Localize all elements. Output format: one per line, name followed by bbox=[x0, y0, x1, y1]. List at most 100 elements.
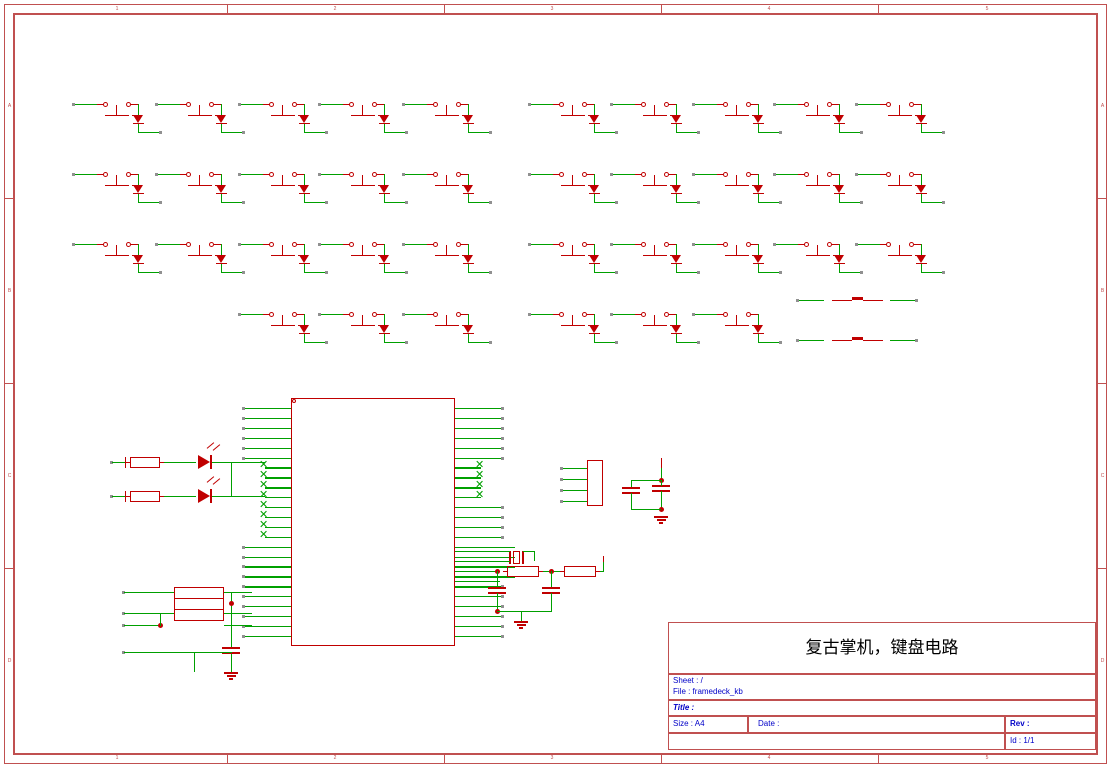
row-wire bbox=[158, 174, 180, 176]
column-pin-marker bbox=[325, 131, 328, 134]
zone-tick-bottom-1 bbox=[227, 754, 228, 764]
column-pin-marker bbox=[942, 271, 945, 274]
switch-contact-left bbox=[186, 102, 191, 107]
switch-contact-left bbox=[723, 312, 728, 317]
switch-contact-left bbox=[804, 242, 809, 247]
switch-left-lead bbox=[635, 244, 642, 246]
row-wire bbox=[695, 244, 717, 246]
switch-cell bbox=[72, 95, 168, 147]
ic-pin-wire-left bbox=[245, 546, 291, 548]
switch-actuator-stem bbox=[654, 245, 656, 256]
ic-pin1-marker bbox=[292, 399, 296, 403]
row-pin-marker bbox=[855, 243, 858, 246]
switch-to-diode-wire bbox=[594, 314, 596, 325]
ic-pin-marker-right bbox=[501, 634, 504, 638]
switch-actuator-stem bbox=[116, 105, 118, 116]
switch-contact-right bbox=[126, 242, 131, 247]
switch-cell bbox=[318, 95, 414, 147]
diode-out-wire bbox=[384, 124, 386, 133]
diode-symbol bbox=[916, 115, 926, 123]
switch-actuator-stem bbox=[899, 105, 901, 116]
switch-to-diode-wire bbox=[758, 244, 760, 255]
diode-symbol bbox=[916, 255, 926, 263]
switch-left-lead bbox=[343, 314, 350, 316]
switch-contact-right bbox=[582, 312, 587, 317]
ts-row-wire bbox=[799, 300, 824, 302]
column-pin-marker bbox=[697, 271, 700, 274]
led-to-anode-wire bbox=[164, 462, 196, 464]
diode-symbol bbox=[753, 185, 763, 193]
switch-to-diode-wire bbox=[676, 174, 678, 185]
column-wire bbox=[304, 132, 326, 134]
switch-cell bbox=[610, 95, 706, 147]
diode-symbol bbox=[216, 115, 226, 123]
switch-cell bbox=[155, 95, 251, 147]
ic-pin-wire-right bbox=[455, 625, 501, 628]
ts-col-pin-marker bbox=[915, 339, 918, 342]
column-pin-marker bbox=[615, 271, 618, 274]
switch-right-lead bbox=[669, 174, 676, 176]
ps2-cap-gnd-wire bbox=[231, 654, 233, 672]
row-pin-marker bbox=[528, 243, 531, 246]
ic-pin-marker-right bbox=[501, 446, 504, 450]
power-vcc-wire bbox=[661, 468, 663, 480]
row-wire bbox=[405, 174, 427, 176]
switch-to-diode-wire bbox=[221, 104, 223, 115]
ps2-gnd-link bbox=[194, 652, 232, 654]
ic-pin-wire-right bbox=[455, 596, 501, 598]
ic-pin-wire-left bbox=[245, 457, 291, 459]
diode-symbol bbox=[834, 185, 844, 193]
ps2-ground-symbol-bar2 bbox=[226, 675, 236, 677]
power-c1-bottom-wire bbox=[631, 493, 633, 509]
switch-contact-left bbox=[349, 242, 354, 247]
ic-pin-wire-right bbox=[455, 566, 515, 568]
ic-pin-marker-left bbox=[242, 436, 245, 440]
diode-symbol bbox=[671, 325, 681, 333]
osc-gnd-rail bbox=[497, 611, 552, 613]
switch-left-lead bbox=[343, 174, 350, 176]
zone-label-left-c: C bbox=[7, 473, 12, 479]
title-block-id-cell bbox=[1005, 733, 1096, 750]
switch-to-diode-wire bbox=[921, 104, 923, 115]
ps2-clk-pin-marker bbox=[122, 612, 125, 615]
no-connect-icon: ✕ bbox=[259, 479, 269, 492]
ps2-cap-stem bbox=[231, 625, 233, 648]
sheet-border-outer bbox=[4, 4, 1107, 764]
switch-left-lead bbox=[717, 104, 724, 106]
ic-pin-marker-right bbox=[501, 535, 504, 539]
ic-pin-marker-left bbox=[242, 407, 245, 410]
zone-label-bottom-2: 2 bbox=[333, 755, 337, 761]
diode-out-wire bbox=[468, 124, 470, 133]
column-wire bbox=[304, 272, 326, 274]
switch-left-lead bbox=[180, 174, 187, 176]
switch-to-diode-wire bbox=[468, 104, 470, 115]
switch-cell bbox=[238, 235, 334, 287]
led-vcc-pin-marker bbox=[110, 495, 113, 498]
ic-pin-wire-right bbox=[455, 408, 501, 410]
switch-actuator-stem bbox=[362, 245, 364, 256]
switch-right-lead bbox=[669, 244, 676, 246]
diode-cathode-bar bbox=[834, 263, 845, 264]
ic-pin-wire-left bbox=[265, 507, 291, 509]
ic-pin-marker-left bbox=[242, 426, 245, 430]
diode-symbol bbox=[753, 325, 763, 333]
switch-left-lead bbox=[263, 244, 270, 246]
switch-left-lead bbox=[717, 244, 724, 246]
row-wire bbox=[321, 244, 343, 246]
diode-cathode-bar bbox=[133, 123, 144, 124]
diode-out-wire bbox=[221, 264, 223, 273]
switch-to-diode-wire bbox=[676, 104, 678, 115]
zone-tick-bottom-3 bbox=[661, 754, 662, 764]
led-res-lead-right bbox=[160, 496, 164, 498]
switch-actuator-stem bbox=[736, 175, 738, 186]
switch-contact-left bbox=[269, 102, 274, 107]
row-pin-marker bbox=[610, 243, 613, 246]
switch-contact-left bbox=[349, 102, 354, 107]
switch-actuator-stem bbox=[572, 245, 574, 256]
switch-contact-right bbox=[664, 172, 669, 177]
switch-cell bbox=[528, 165, 624, 217]
diode-symbol bbox=[133, 115, 143, 123]
switch-contact-right bbox=[126, 102, 131, 107]
column-wire bbox=[304, 342, 326, 344]
led-resistor-body bbox=[130, 457, 160, 468]
